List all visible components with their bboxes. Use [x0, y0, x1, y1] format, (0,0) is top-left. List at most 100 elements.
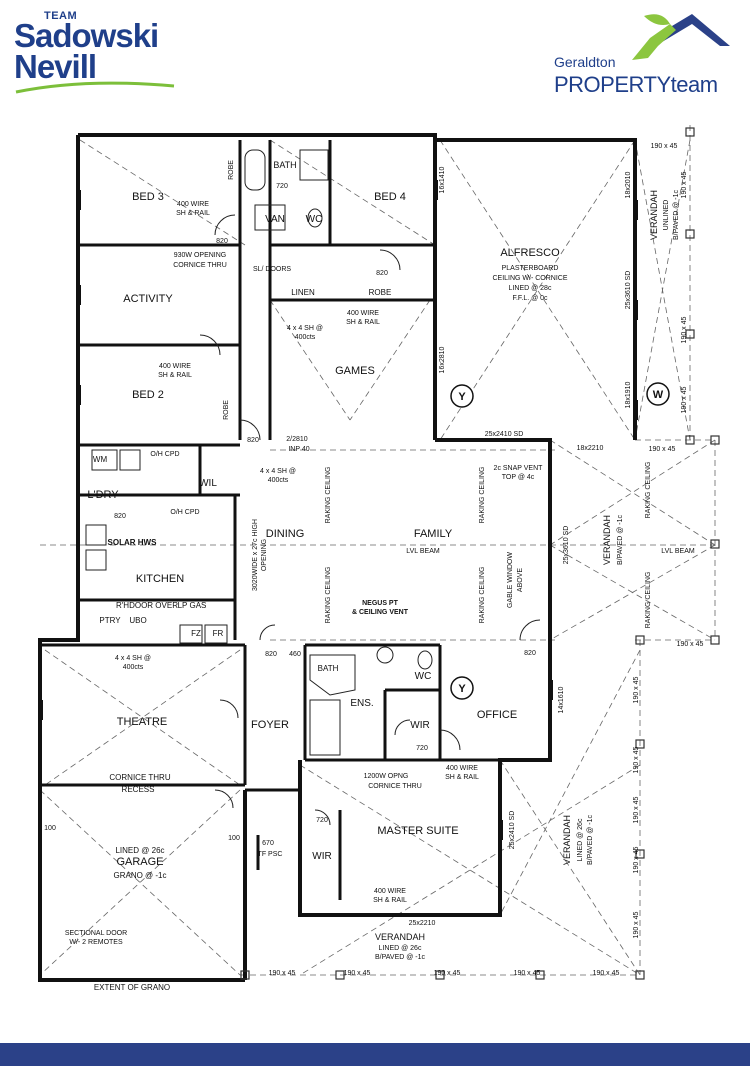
extent-of-grano: EXTENT OF GRANO	[94, 983, 170, 992]
interior-walls	[40, 140, 500, 900]
room-lp-gas: LP GAS	[178, 601, 207, 610]
room-family: FAMILY	[414, 528, 453, 540]
alfresco-note-3: LINED @ 28c	[509, 285, 552, 292]
dim-2-2810: 2/2810	[286, 436, 308, 443]
note-rail-master: SH & RAIL	[373, 897, 407, 904]
dim-820-bed3: 820	[216, 238, 228, 245]
note-raking-dining-bot: RAKING CEILING	[325, 567, 332, 624]
room-solar-hws: SOLAR HWS	[108, 538, 158, 547]
win-18x2210: 18x2210	[577, 445, 604, 452]
verandah-right-top-unlined: UNLINED	[663, 200, 670, 231]
verandah-posts	[240, 127, 720, 980]
room-fr: FR	[213, 629, 224, 638]
footer-bar	[0, 1043, 750, 1066]
room-kitchen: KITCHEN	[136, 573, 184, 585]
house-roof-icon	[632, 14, 730, 60]
verandah-right-low-paved: B/PAVED @ -1c	[587, 814, 594, 865]
dashed-guides	[39, 125, 716, 976]
post-190-v3: 190 x 45	[681, 386, 688, 413]
alfresco-note-1: PLASTERBOARD	[502, 265, 559, 272]
post-190-r5: 190 x 45	[633, 911, 640, 938]
post-190-b2: 190 x 45	[344, 970, 371, 977]
sectional-door-2: W/- 2 REMOTES	[69, 939, 123, 946]
note-sh-theatre: 4 x 4 SH @	[115, 655, 151, 662]
room-van: VAN	[265, 214, 285, 225]
post-190-b3: 190 x 45	[434, 970, 461, 977]
note-sl-doors: SL/ DOORS	[253, 266, 291, 273]
dim-100-garage: 100	[44, 825, 56, 832]
room-oh-cpd-2: O/H CPD	[170, 509, 199, 516]
dim-820-bed4: 820	[376, 270, 388, 277]
alfresco-note-2: CEILING W/- CORNICE	[492, 275, 567, 282]
note-opening-930: 930W OPENING	[174, 252, 227, 259]
room-fz: FZ	[191, 629, 201, 638]
logo-geraldton-text: Geraldton	[554, 54, 616, 70]
verandah-bottom-paved: B/PAVED @ -1c	[375, 954, 426, 961]
garage-note-1: LINED @ 26c	[115, 846, 164, 855]
note-gable-above: ABOVE	[517, 568, 524, 592]
post-190-r3: 190 x 45	[633, 796, 640, 823]
room-theatre: THEATRE	[117, 716, 168, 728]
room-wc: WC	[306, 214, 323, 225]
note-gable-window: GABLE WINDOW	[507, 552, 514, 608]
room-ens: ENS.	[350, 698, 373, 709]
marker-y-office: Y	[458, 683, 466, 695]
dim-820-games: 820	[247, 437, 259, 444]
note-wire-bed2: 400 WIRE	[159, 363, 191, 370]
dim-720-wir: 720	[416, 745, 428, 752]
note-rail-wir: SH & RAIL	[445, 774, 479, 781]
win-25x2410-sd-master: 25x2410 SD	[509, 811, 516, 850]
verandah-right-mid-paved: B/PAVED @ -1c	[617, 514, 624, 565]
room-cornice-thru: CORNICE THRU	[109, 773, 170, 782]
room-recess: RECESS	[122, 785, 155, 794]
note-raking-verandah-top: RAKING CEILING	[645, 462, 652, 519]
marker-y-family: Y	[458, 391, 466, 403]
logo-team-text: TEAM	[44, 10, 78, 22]
window-markers	[38, 180, 638, 840]
note-negus-pt: NEGUS PT	[362, 600, 399, 607]
team-sadowski-nevill-logo: TEAM Sadowski Nevill	[14, 10, 184, 100]
room-robe-bed4: ROBE	[369, 288, 392, 297]
post-190-b1: 190 x 45	[269, 970, 296, 977]
room-master-suite: MASTER SUITE	[377, 825, 458, 837]
win-16x1410: 16x1410	[439, 166, 446, 193]
header: TEAM Sadowski Nevill Geraldton PROPERTYt…	[0, 0, 750, 110]
room-garage: GARAGE	[116, 856, 163, 868]
dim-tf-psc: TF PSC	[258, 851, 283, 858]
post-190-top: 190 x 45	[651, 143, 678, 150]
note-raking-dining-top: RAKING CEILING	[325, 467, 332, 524]
note-cts-theatre: 400cts	[123, 664, 144, 671]
note-raking-verandah-bot: RAKING CEILING	[645, 572, 652, 629]
room-office: OFFICE	[477, 709, 517, 721]
alfresco-note-4: F.F.L. @ 0c	[512, 295, 548, 302]
room-wir-ens: WIR	[410, 720, 429, 731]
room-activity: ACTIVITY	[123, 293, 173, 305]
dim-460-foyer: 460	[289, 651, 301, 658]
dim-100-garage-right: 100	[228, 835, 240, 842]
note-sh-games: 4 x 4 SH @	[287, 325, 323, 332]
note-cornice-1200: CORNICE THRU	[368, 783, 422, 790]
note-opening-1200: 1200W OPNG	[364, 773, 409, 780]
note-wire-bed3: 400 WIRE	[177, 201, 209, 208]
room-alfresco: ALFRESCO	[500, 247, 560, 259]
note-wire-master: 400 WIRE	[374, 888, 406, 895]
room-ldry: L'DRY	[87, 489, 119, 501]
verandah-right-low: VERANDAH	[562, 815, 572, 865]
verandah-right-top-paved: B/PAVED @ -1c	[673, 189, 680, 240]
note-sh-wil: 4 x 4 SH @	[260, 468, 296, 475]
post-190-v2: 190 x 45	[681, 316, 688, 343]
logo-swoosh-icon	[15, 81, 175, 94]
note-ceiling-vent: & CEILING VENT	[352, 609, 409, 616]
annotations: 400 WIRE SH & RAIL 930W OPENING CORNICE …	[44, 143, 703, 977]
post-190-v1: 190 x 45	[681, 171, 688, 198]
geraldton-property-team-logo: Geraldton PROPERTYteam	[552, 8, 732, 100]
room-bed3: BED 3	[132, 191, 164, 203]
room-wc-ens: WC	[415, 671, 432, 682]
note-raking-family-bot: RAKING CEILING	[479, 567, 486, 624]
note-lvl-beam-family: LVL BEAM	[406, 548, 440, 555]
dim-720-bath: 720	[276, 183, 288, 190]
room-games: GAMES	[335, 365, 375, 377]
note-lvl-beam-verandah: LVL BEAM	[661, 548, 695, 555]
note-rail-bed4: SH & RAIL	[346, 319, 380, 326]
note-wire-wir: 400 WIRE	[446, 765, 478, 772]
